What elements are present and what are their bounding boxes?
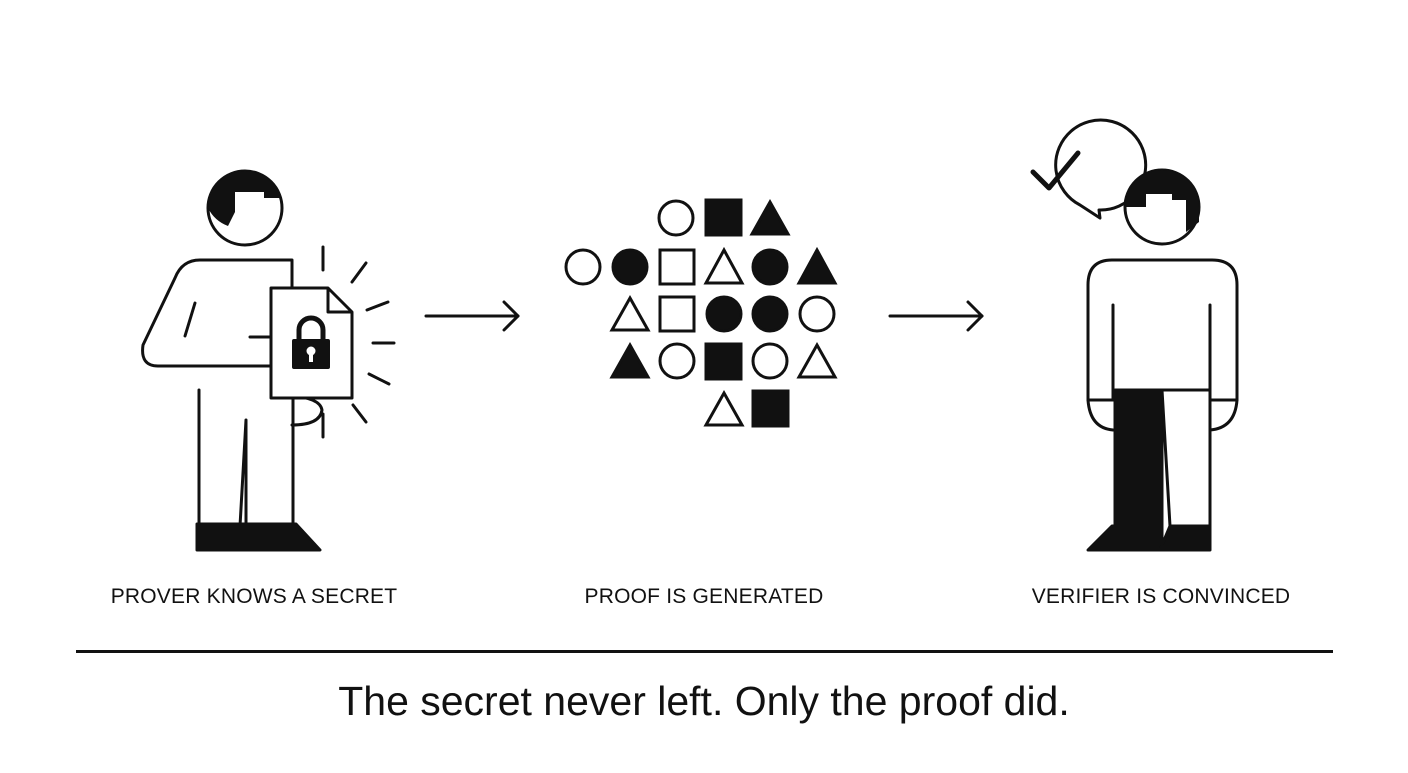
triangle-outline-shape	[703, 389, 745, 427]
arrow-right-icon	[424, 300, 520, 332]
triangle-filled-shape	[609, 341, 651, 379]
prover-hand	[290, 394, 324, 427]
prover-head-icon	[206, 169, 284, 247]
circle-outline-shape	[564, 248, 602, 286]
padlock-icon	[292, 315, 330, 369]
square-outline-shape	[658, 248, 696, 286]
checkmark-icon	[1030, 150, 1081, 191]
prover-shoes	[195, 522, 322, 552]
triangle-outline-shape	[609, 294, 651, 332]
triangle-outline-shape	[796, 341, 838, 379]
step-label-verifier: VERIFIER IS CONVINCED	[1031, 585, 1291, 608]
shape-cluster-icon	[564, 198, 838, 428]
prover-figure	[141, 169, 324, 552]
divider-line	[76, 650, 1333, 653]
circle-outline-shape	[751, 342, 789, 380]
circle-filled-shape	[751, 295, 789, 333]
verifier-figure	[1086, 168, 1239, 552]
circle-filled-shape	[611, 248, 649, 286]
square-filled-shape	[704, 198, 743, 237]
caption: The secret never left. Only the proof di…	[338, 678, 1070, 724]
locked-document-icon	[269, 286, 354, 400]
verifier-arm-lines	[1111, 303, 1212, 402]
square-outline-shape	[658, 295, 696, 333]
verifier-shoes	[1086, 524, 1212, 552]
square-filled-shape	[704, 342, 743, 381]
prover-torso	[141, 258, 294, 394]
square-filled-shape	[751, 389, 790, 428]
circle-filled-shape	[751, 248, 789, 286]
triangle-filled-shape	[749, 198, 791, 236]
step-label-proof: PROOF IS GENERATED	[584, 585, 824, 608]
prover-legs	[197, 388, 295, 528]
verifier-hands	[1086, 398, 1239, 432]
circle-outline-shape	[798, 295, 836, 333]
circle-outline-shape	[658, 342, 696, 380]
secret-glow-rays	[321, 245, 396, 439]
verifier-left-leg	[1113, 388, 1164, 528]
circle-outline-shape	[657, 199, 695, 237]
step-label-prover: PROVER KNOWS A SECRET	[110, 585, 398, 608]
prover-forearm	[183, 301, 274, 368]
verifier-torso	[1086, 258, 1239, 402]
triangle-filled-shape	[796, 246, 838, 285]
verifier-head-icon	[1123, 168, 1201, 246]
circle-filled-shape	[705, 295, 743, 333]
triangle-outline-shape	[703, 246, 745, 285]
arrow-right-icon	[888, 300, 984, 332]
verifier-right-leg	[1160, 388, 1212, 528]
